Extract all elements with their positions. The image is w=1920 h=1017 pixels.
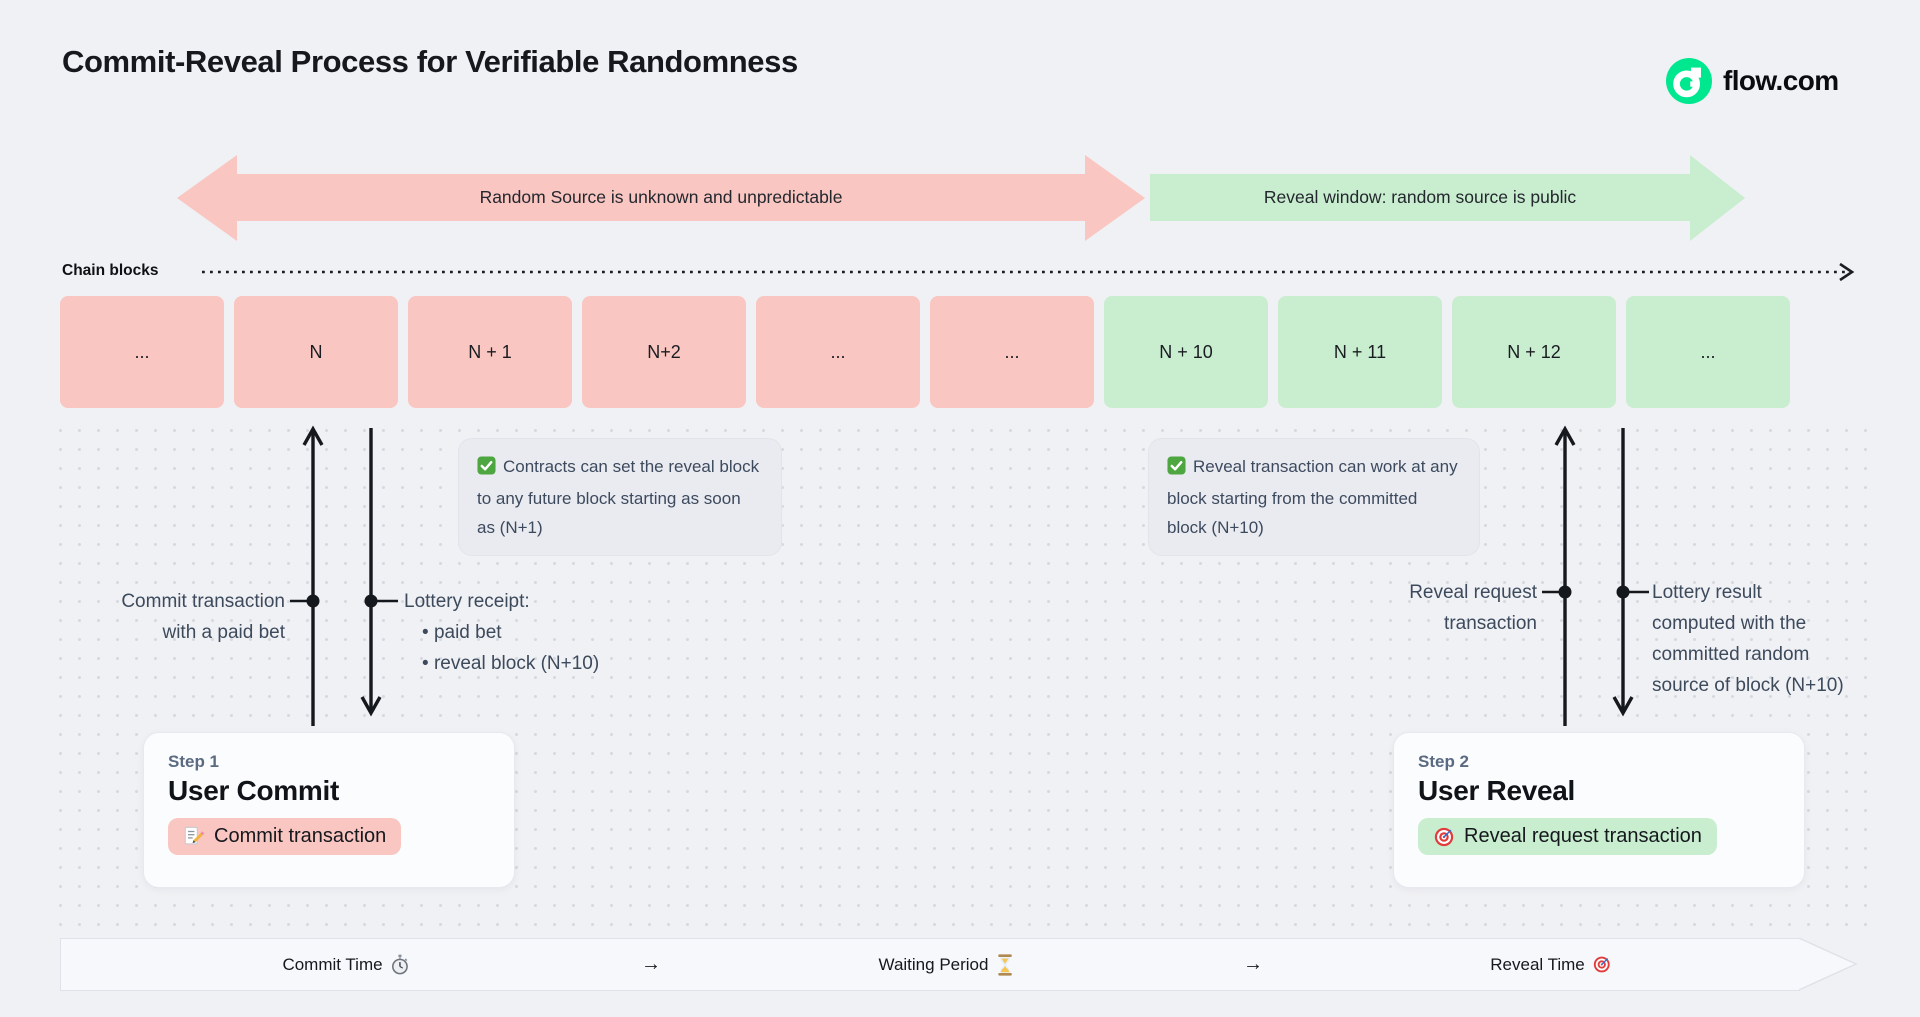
commit-note-text: Contracts can set the reveal block to an… [477, 457, 760, 537]
chain-block: N+2 [582, 296, 746, 408]
callout-line: computed with the [1652, 613, 1807, 634]
reveal-request-badge: Reveal request transaction [1418, 818, 1717, 855]
callout-line: transaction [1444, 613, 1537, 634]
timeline-reveal-time: Reveal Time [1490, 939, 1611, 990]
timeline-arrow: → [1243, 953, 1263, 975]
hourglass-icon [996, 953, 1013, 976]
chain-block: ... [930, 296, 1094, 408]
bullet-item: • paid bet [404, 617, 599, 648]
chain-block: ... [756, 296, 920, 408]
commit-phase-arrowhead-right [1085, 154, 1145, 241]
block-label: ... [134, 341, 150, 362]
commit-note-box: Contracts can set the reveal block to an… [458, 438, 782, 556]
bullet-icon: • [422, 622, 429, 643]
step1-badge-label: Commit transaction [214, 825, 387, 847]
callout-line: Reveal request [1409, 582, 1537, 603]
target-icon [1593, 955, 1612, 974]
step2-card: Step 2 User Reveal Reveal request transa… [1393, 732, 1805, 888]
flow-logo-link[interactable]: flow.com [1666, 58, 1839, 104]
timeline-label: Commit Time [282, 954, 383, 974]
timeline-bar-arrowhead [1799, 937, 1858, 991]
block-label: N + 12 [1507, 341, 1561, 362]
chain-block: ... [60, 296, 224, 408]
callout-line: with a paid bet [162, 622, 285, 643]
chain-blocks-label: Chain blocks [62, 262, 159, 279]
step2-badge-label: Reveal request transaction [1464, 825, 1702, 847]
step1-card: Step 1 User Commit Commit transaction [143, 732, 515, 888]
step1-eyebrow: Step 1 [168, 752, 220, 771]
block-label: ... [1004, 341, 1020, 362]
lottery-result-callout: Lottery result computed with the committ… [1652, 577, 1844, 701]
commit-phase-arrow: Random Source is unknown and unpredictab… [237, 174, 1085, 221]
bullet-item: • reveal block (N+10) [404, 648, 599, 679]
callout-line: source of block (N+10) [1652, 675, 1844, 696]
step2-title: User Reveal [1418, 775, 1576, 806]
brand-name: flow.com [1723, 65, 1839, 96]
block-label: N + 10 [1159, 341, 1213, 362]
reveal-note-text: Reveal transaction can work at any block… [1167, 457, 1458, 537]
reveal-request-callout: Reveal request transaction [1309, 577, 1537, 639]
bullet-text: paid bet [433, 622, 502, 643]
reveal-phase-arrowhead-right [1690, 154, 1745, 241]
timeline-label: Reveal Time [1490, 954, 1585, 974]
timeline-commit-time: Commit Time [282, 939, 409, 990]
step2-eyebrow: Step 2 [1418, 752, 1470, 771]
check-icon [1167, 455, 1186, 484]
page-title: Commit-Reveal Process for Verifiable Ran… [62, 44, 798, 79]
block-label: N + 11 [1333, 341, 1387, 362]
commit-transaction-badge: Commit transaction [168, 818, 402, 855]
callout-title: Lottery receipt: [404, 591, 530, 612]
block-label: ... [1700, 341, 1716, 362]
chain-block: N + 1 [408, 296, 572, 408]
commit-transaction-callout: Commit transaction with a paid bet [60, 586, 285, 648]
timeline-arrow: → [641, 953, 661, 975]
bullet-text: reveal block (N+10) [433, 653, 600, 674]
chain-block: N [234, 296, 398, 408]
block-label: N+2 [647, 341, 681, 362]
memo-icon [183, 826, 205, 848]
chain-timeline-dotted-arrow [202, 262, 1855, 282]
block-label: ... [830, 341, 846, 362]
bullet-icon: • [422, 653, 429, 674]
target-icon [1433, 826, 1455, 848]
reveal-phase-label: Reveal window: random source is public [1263, 187, 1577, 207]
timeline-label: Waiting Period [878, 954, 989, 974]
lottery-receipt-callout: Lottery receipt: • paid bet • reveal blo… [404, 586, 599, 679]
block-label: N [309, 341, 323, 362]
chain-block: N + 10 [1104, 296, 1268, 408]
callout-line: committed random [1652, 644, 1810, 665]
callout-line: Lottery result [1652, 582, 1762, 603]
step1-title: User Commit [168, 775, 339, 806]
commit-phase-label: Random Source is unknown and unpredictab… [479, 187, 843, 207]
timeline-bar: Commit Time → Waiting Period [60, 938, 1800, 991]
chain-blocks-row: ... N N + 1 N+2 ... ... N + 10 N + 11 N … [60, 296, 1790, 408]
timeline-waiting-period: Waiting Period [879, 939, 1014, 990]
chain-block: N + 11 [1278, 296, 1442, 408]
stopwatch-icon [391, 954, 410, 975]
check-icon [477, 455, 496, 484]
chain-block: ... [1626, 296, 1790, 408]
commit-phase-arrowhead-left [177, 154, 237, 241]
flow-logo-icon [1666, 58, 1712, 104]
block-label: N + 1 [468, 341, 512, 362]
callout-line: Commit transaction [121, 591, 285, 612]
reveal-phase-arrow: Reveal window: random source is public [1150, 174, 1690, 221]
chain-block: N + 12 [1452, 296, 1616, 408]
reveal-note-box: Reveal transaction can work at any block… [1148, 438, 1480, 556]
